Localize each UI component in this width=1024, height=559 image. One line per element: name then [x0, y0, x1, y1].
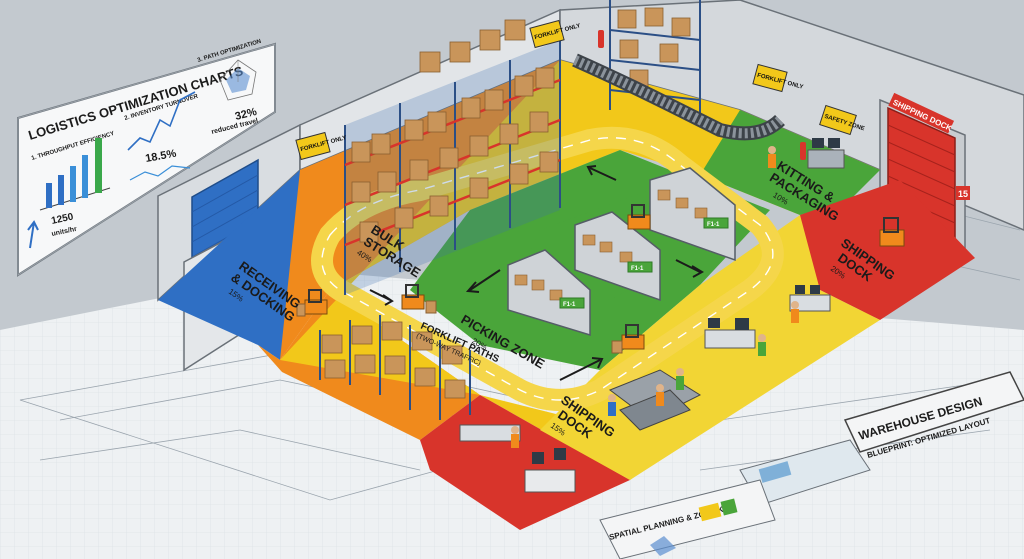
rack-tag-3: F1-1 [707, 222, 720, 228]
conveyor-belt [572, 53, 785, 141]
workstations [459, 138, 845, 493]
forklifts [296, 204, 905, 354]
door-number-text: 15 [958, 189, 968, 199]
zone-shipping-right [790, 180, 975, 320]
lane-centerline [321, 137, 774, 401]
box-stacks [351, 19, 559, 243]
turnover-line [127, 91, 196, 151]
forklift-5 [879, 217, 905, 247]
forklift-2 [401, 284, 437, 314]
storage-racks: F1-1 F1-1 F1-1 [319, 0, 736, 420]
turnover-trend [129, 165, 191, 181]
forklift-3 [627, 204, 651, 230]
charts-board: LOGISTICS OPTIMIZATION CHARTS 1. THROUGH… [17, 39, 276, 277]
workers [511, 146, 799, 448]
turnover-value: 18.5% [144, 148, 177, 165]
arrow-right-icon [559, 357, 604, 381]
forklift-4 [611, 324, 645, 354]
bar-5 [95, 138, 102, 193]
path-radar-chart [219, 59, 257, 101]
throughput-bar-chart [39, 138, 111, 211]
arrow-right-icon [369, 289, 394, 306]
forklift-1 [296, 289, 328, 317]
bar-3 [70, 166, 76, 202]
wall-signs: FORKLIFT ONLY FORKLIFT ONLY FORKLIFT ONL… [295, 19, 865, 161]
throughput-value: 1250 [50, 211, 74, 226]
path-value: 32% [234, 106, 258, 123]
bar-4 [82, 155, 88, 198]
bar-1 [46, 183, 52, 208]
bar-2 [58, 175, 64, 205]
fire-extinguishers [598, 30, 806, 160]
rack-tag-2: F1-1 [631, 266, 644, 272]
arrow-up-icon [27, 220, 39, 249]
shipping-desk [459, 424, 576, 493]
lane-arrows [369, 165, 704, 381]
kitting-station [807, 138, 845, 169]
fire-extinguisher-icon [598, 30, 604, 48]
arrow-left-icon [465, 269, 501, 293]
fire-extinguisher-icon [800, 142, 806, 160]
packing-station [704, 285, 831, 349]
arrow-left-icon [586, 165, 617, 181]
door-number-sign: 15 [956, 186, 970, 200]
arrow-right-icon [675, 259, 704, 278]
rack-tags: F1-1 F1-1 F1-1 [559, 217, 729, 309]
front-racks [319, 315, 471, 420]
rack-tag-1: F1-1 [563, 302, 576, 308]
